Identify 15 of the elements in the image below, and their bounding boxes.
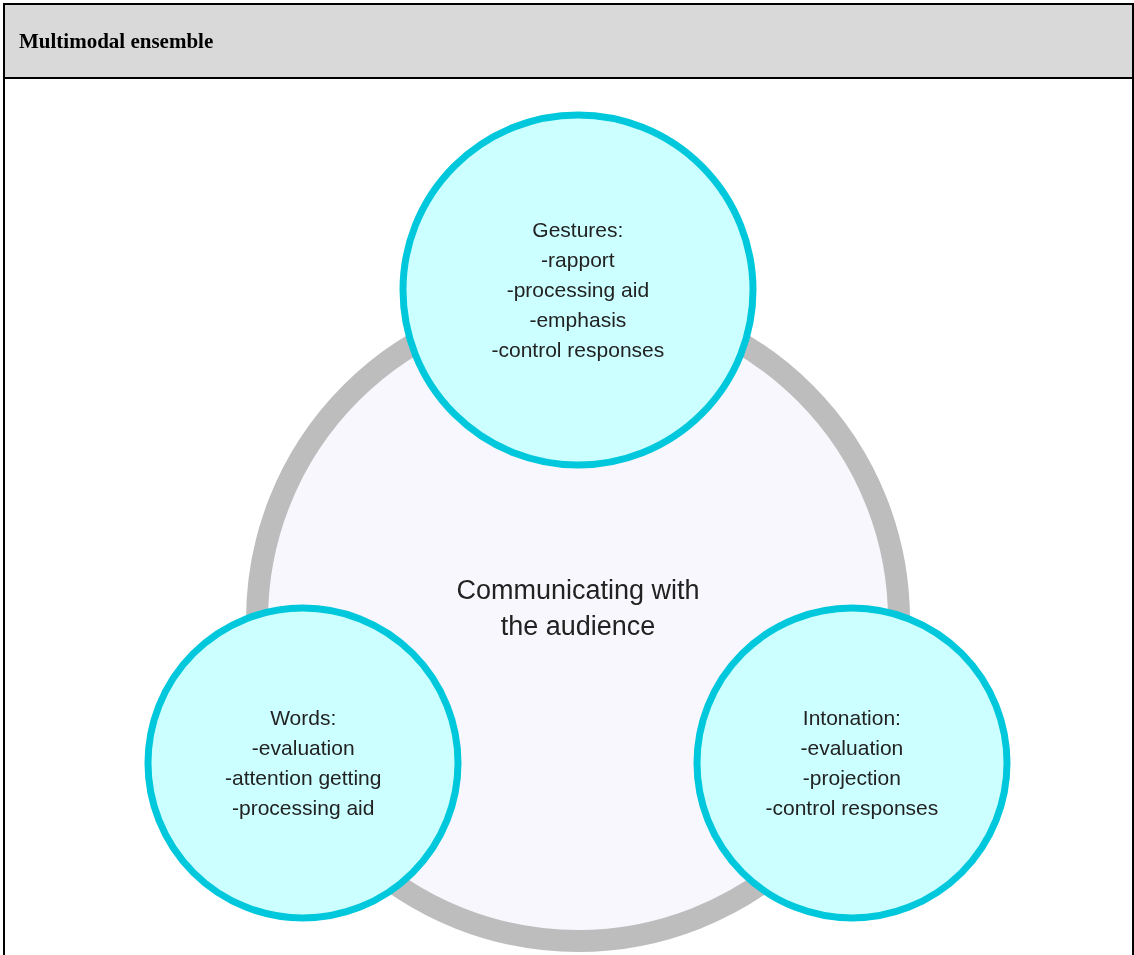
circle-label: Communicating with the audience bbox=[455, 574, 701, 643]
circle-heading: Intonation: bbox=[802, 705, 901, 731]
list-item: -rapport bbox=[541, 247, 615, 273]
list-item: -processing aid bbox=[506, 277, 650, 303]
list-item: -control responses bbox=[765, 795, 939, 821]
list-item: -processing aid bbox=[232, 795, 375, 821]
list-item: -emphasis bbox=[529, 307, 627, 333]
circle-heading: Words: bbox=[270, 705, 337, 731]
list-item: -evaluation bbox=[800, 735, 904, 761]
circle-heading: Gestures: bbox=[532, 217, 624, 243]
list-item: -projection bbox=[802, 765, 901, 791]
title: Multimodal ensemble bbox=[19, 29, 214, 54]
list-item: -control responses bbox=[491, 337, 665, 363]
list-item: -attention getting bbox=[225, 765, 382, 791]
list-item: -evaluation bbox=[251, 735, 355, 761]
